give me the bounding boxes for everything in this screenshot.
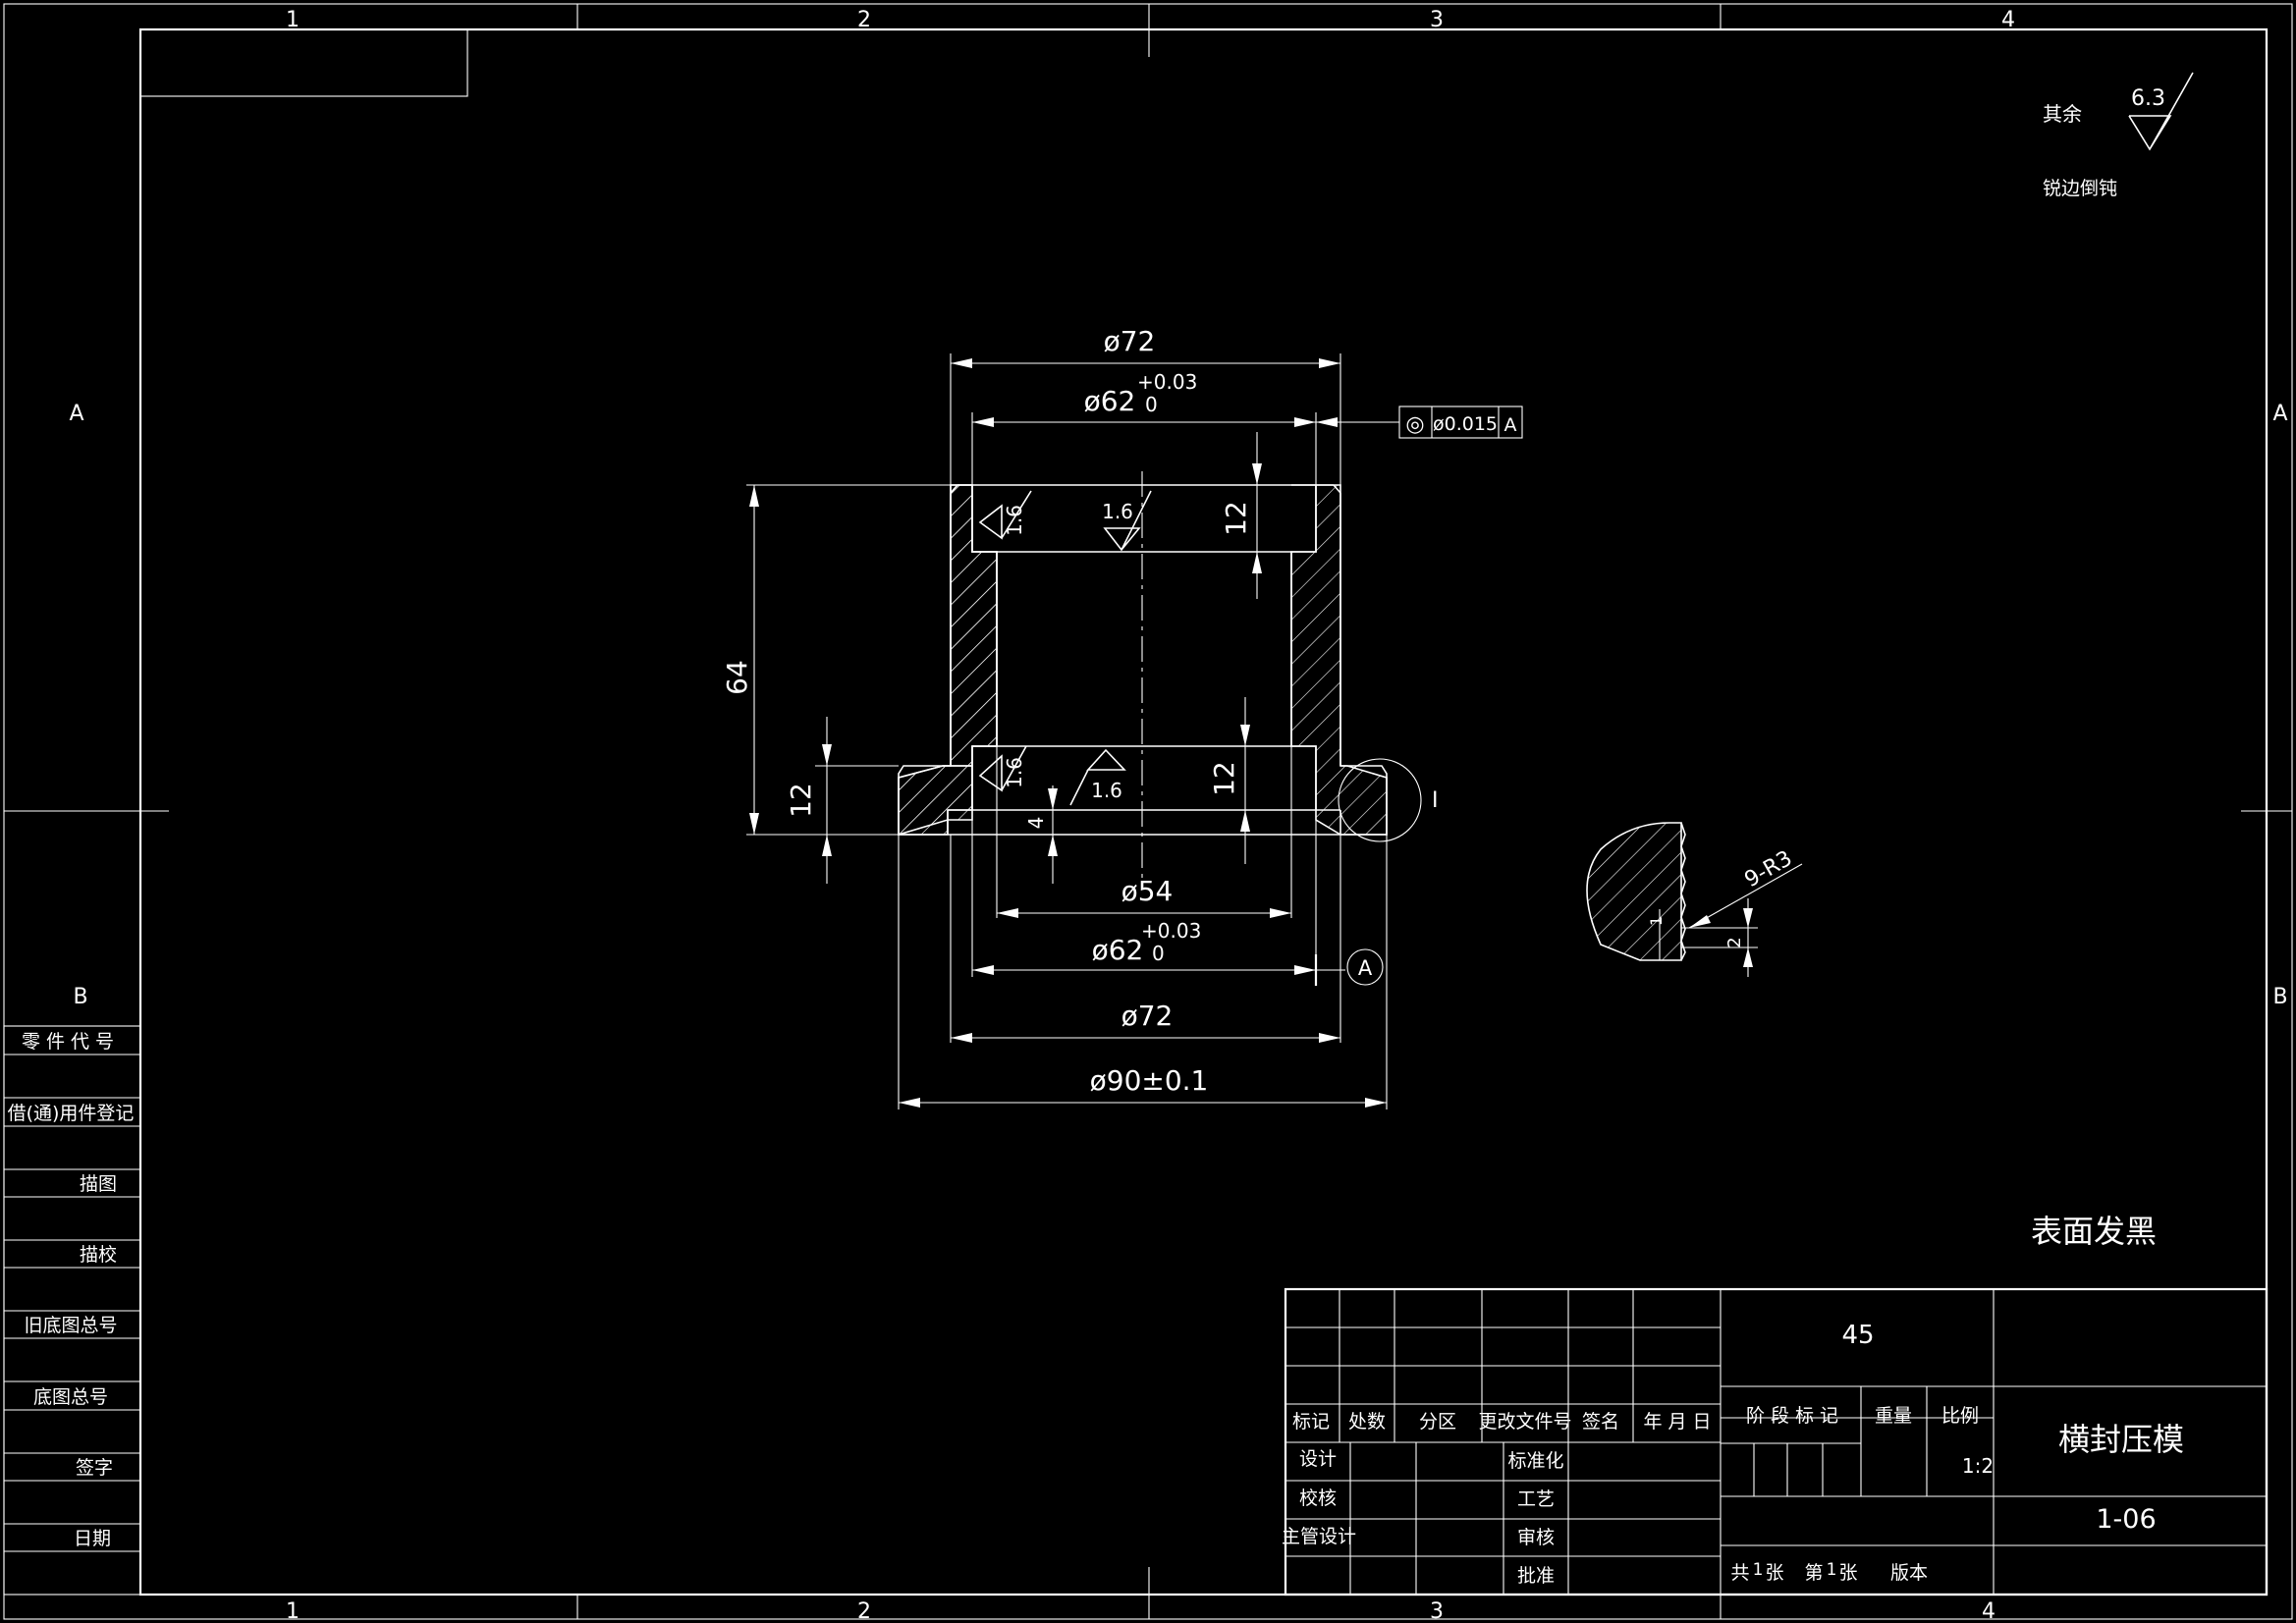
detail-section bbox=[1586, 822, 1682, 961]
roughness-icon-4 bbox=[1069, 748, 1126, 806]
dim-d72-top: ø72 bbox=[1104, 325, 1156, 357]
tolerance-value: ø0.015 bbox=[1433, 413, 1498, 435]
zone-label-bottom-3: 3 bbox=[1430, 1599, 1444, 1623]
tb-sign-approve: 批准 bbox=[1517, 1565, 1555, 1587]
roughness-symbol-icon bbox=[2128, 72, 2194, 151]
dim-bottom-groove-12: 12 bbox=[1208, 761, 1240, 796]
tb-sheet-no: 1 bbox=[1827, 1560, 1837, 1580]
side-label-part-code: 零件代号 bbox=[22, 1031, 120, 1053]
sheet-border bbox=[3, 3, 2293, 1620]
detail-fillet-label: 9-R3 bbox=[1741, 846, 1797, 893]
geometric-tolerance-frame: ◎ ø0.015 A bbox=[1340, 406, 1523, 439]
roughness-label-4: 1.6 bbox=[1091, 779, 1122, 802]
tb-material: 45 bbox=[1841, 1321, 1874, 1350]
roughness-value: 6.3 bbox=[2131, 86, 2165, 111]
surface-treatment-note: 表面发黑 bbox=[2031, 1213, 2157, 1250]
tb-part-name: 横封压模 bbox=[2058, 1421, 2184, 1458]
title-block: 标记 处数 分区 更改文件号 签名 年 月 日 设计 校核 主管设计 标准化 工… bbox=[1282, 1287, 2269, 1596]
dim-d62-bottom-upper: +0.03 bbox=[1141, 919, 1201, 943]
tb-header-zone: 分区 bbox=[1419, 1411, 1456, 1433]
detail-marker-label: I bbox=[1432, 788, 1439, 813]
tb-stage-label: 阶 段 标 记 bbox=[1746, 1405, 1838, 1427]
dim-d62-top-lower: 0 bbox=[1145, 393, 1158, 416]
zone-label-bottom-1: 1 bbox=[286, 1599, 300, 1623]
zone-label-right-A: A bbox=[2272, 402, 2287, 426]
tb-sign-chief: 主管设计 bbox=[1282, 1526, 1356, 1547]
tb-header-mark: 标记 bbox=[1292, 1411, 1330, 1433]
zone-labels: 1 2 3 4 1 2 3 4 A B A B bbox=[69, 8, 2287, 1623]
dim-d90: ø90±0.1 bbox=[1090, 1064, 1209, 1097]
dim-d54: ø54 bbox=[1121, 875, 1174, 907]
tb-header-count: 处数 bbox=[1348, 1411, 1386, 1433]
tb-header-signature: 签名 bbox=[1582, 1411, 1619, 1433]
tb-scale-value: 1:2 bbox=[1962, 1454, 1994, 1478]
tb-sign-review: 审核 bbox=[1517, 1527, 1555, 1548]
side-label-borrow-register: 借(通)用件登记 bbox=[8, 1103, 135, 1124]
dim-d72-bottom: ø72 bbox=[1121, 1000, 1174, 1032]
zone-label-left-B: B bbox=[73, 985, 87, 1009]
side-label-old-base-no: 旧底图总号 bbox=[24, 1315, 117, 1336]
detail-marker-circle bbox=[1338, 758, 1422, 842]
zone-label-bottom-2: 2 bbox=[857, 1599, 871, 1623]
concentricity-icon: ◎ bbox=[1405, 412, 1424, 437]
side-table: 零件代号 借(通)用件登记 描图 描校 旧底图总号 底图总号 签字 日期 bbox=[3, 1025, 141, 1596]
tb-sign-design: 设计 bbox=[1299, 1448, 1337, 1470]
tolerance-datum: A bbox=[1504, 414, 1517, 436]
dim-height-64: 64 bbox=[721, 660, 753, 695]
roughness-prefix: 其余 bbox=[2043, 102, 2082, 126]
datum-a-label: A bbox=[1358, 956, 1373, 980]
roughness-icon-3 bbox=[978, 745, 1027, 792]
side-label-tracing: 描图 bbox=[80, 1173, 117, 1195]
side-label-trace-check: 描校 bbox=[80, 1244, 117, 1266]
tb-header-change-doc: 更改文件号 bbox=[1478, 1411, 1571, 1433]
datum-a-circle bbox=[1346, 948, 1384, 986]
roughness-label-1: 1.6 bbox=[1003, 505, 1026, 536]
dim-d62-bottom: ø62 bbox=[1092, 934, 1144, 966]
tb-sheet-no-suffix: 张 bbox=[1838, 1562, 1857, 1584]
roughness-label-3: 1.6 bbox=[1003, 757, 1026, 788]
tb-drawing-number: 1-06 bbox=[2096, 1504, 2156, 1535]
zone-label-bottom-4: 4 bbox=[1982, 1599, 1995, 1623]
dim-flange-12: 12 bbox=[785, 783, 817, 818]
tb-sign-process: 工艺 bbox=[1517, 1488, 1555, 1510]
right-wall-section bbox=[1290, 484, 1388, 836]
tb-sheets-total: 1 bbox=[1753, 1560, 1764, 1580]
side-label-signature: 签字 bbox=[76, 1457, 113, 1479]
dim-step-4: 4 bbox=[1024, 817, 1048, 830]
detail-dim-2: 2 bbox=[1724, 937, 1745, 947]
dim-d62-top: ø62 bbox=[1084, 385, 1136, 417]
dim-top-groove-12: 12 bbox=[1220, 501, 1252, 536]
dim-d62-top-upper: +0.03 bbox=[1137, 370, 1197, 394]
section-view: I bbox=[721, 325, 1523, 1109]
tb-sign-check: 校核 bbox=[1299, 1488, 1337, 1509]
tb-sheets-total-suffix: 张 bbox=[1765, 1562, 1783, 1584]
zone-label-top-2: 2 bbox=[857, 8, 871, 32]
tb-sheets-total-prefix: 共 bbox=[1730, 1562, 1749, 1584]
zone-label-left-A: A bbox=[69, 402, 83, 426]
zone-label-top-1: 1 bbox=[286, 8, 300, 32]
tb-version-label: 版本 bbox=[1890, 1562, 1928, 1584]
detail-view: 9-R3 1 2 bbox=[1586, 822, 1803, 977]
roughness-icon-2 bbox=[1103, 490, 1152, 552]
tb-sheet-no-prefix: 第 bbox=[1804, 1562, 1823, 1584]
dim-d62-bottom-lower: 0 bbox=[1152, 942, 1165, 965]
tb-header-date: 年 月 日 bbox=[1643, 1411, 1711, 1433]
zone-label-right-B: B bbox=[2272, 985, 2287, 1009]
tb-sign-standard: 标准化 bbox=[1507, 1450, 1563, 1472]
side-label-date: 日期 bbox=[74, 1528, 111, 1549]
detail-dim-1: 1 bbox=[1647, 916, 1666, 926]
roughness-icon-1 bbox=[978, 490, 1032, 540]
roughness-label-2: 1.6 bbox=[1102, 500, 1133, 523]
general-roughness-note: 其余 6.3 锐边倒钝 bbox=[2043, 72, 2194, 199]
roughness-symbols bbox=[978, 490, 1152, 806]
edge-deburr-note: 锐边倒钝 bbox=[2043, 178, 2117, 199]
zone-label-top-4: 4 bbox=[2001, 8, 2015, 32]
side-label-base-no: 底图总号 bbox=[33, 1386, 108, 1408]
zone-label-top-3: 3 bbox=[1430, 8, 1444, 32]
tb-scale-label: 比例 bbox=[1941, 1405, 1979, 1427]
tb-weight-label: 重量 bbox=[1875, 1405, 1912, 1427]
